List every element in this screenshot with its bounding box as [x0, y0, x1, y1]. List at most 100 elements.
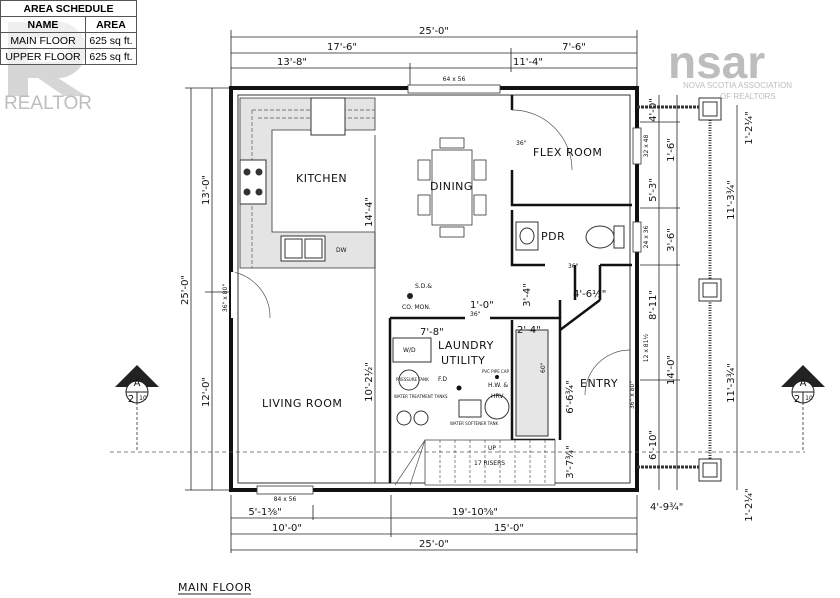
svg-text:PRESSURE TANK: PRESSURE TANK: [396, 377, 429, 382]
dining-table: [417, 137, 487, 238]
svg-text:H.W. &: H.W. &: [488, 382, 508, 389]
top-dimensions: [230, 30, 638, 88]
svg-text:4'-6½": 4'-6½": [573, 288, 606, 300]
svg-text:PVC PIPE CAP: PVC PIPE CAP: [482, 369, 510, 374]
deck-posts: [637, 97, 722, 482]
room-label-living-room: LIVING ROOM: [262, 397, 342, 410]
svg-text:36": 36": [516, 140, 527, 147]
svg-text:7'-6": 7'-6": [562, 42, 586, 53]
svg-text:19'-10⅝": 19'-10⅝": [452, 507, 498, 518]
svg-text:10: 10: [139, 395, 147, 402]
svg-text:25'-0": 25'-0": [180, 275, 191, 305]
room-label-flex-room: FLEX ROOM: [533, 146, 602, 159]
svg-text:CO. MON.: CO. MON.: [402, 304, 431, 311]
room-label-laundry: LAUNDRY: [438, 339, 494, 352]
svg-text:NOVA SCOTIA ASSOCIATION: NOVA SCOTIA ASSOCIATION: [683, 81, 792, 90]
header-area: AREA: [84, 16, 138, 33]
svg-text:W/D: W/D: [403, 347, 416, 354]
svg-text:WATER SOFTENER TANK: WATER SOFTENER TANK: [450, 421, 499, 426]
section-marker-right: A 2 10: [781, 365, 825, 405]
svg-text:12 x 81½: 12 x 81½: [643, 334, 650, 363]
svg-text:6'-10": 6'-10": [648, 430, 659, 460]
pdr-window: [632, 221, 642, 253]
room-label-utility: UTILITY: [441, 354, 485, 367]
svg-text:32 x 48: 32 x 48: [643, 135, 650, 158]
svg-text:64 x 56: 64 x 56: [443, 76, 466, 83]
bottom-dimensions: [230, 495, 638, 553]
svg-text:4'-9¾": 4'-9¾": [650, 502, 683, 513]
refrigerator: [310, 97, 346, 136]
right-dimensions: [640, 95, 738, 490]
svg-text:17'-6": 17'-6": [327, 42, 357, 53]
svg-text:REALTOR: REALTOR: [4, 93, 92, 114]
svg-text:84 x 56: 84 x 56: [274, 496, 297, 503]
svg-text:15'-0": 15'-0": [494, 523, 524, 534]
svg-text:6'-6¾": 6'-6¾": [565, 380, 576, 413]
svg-text:10'-2½": 10'-2½": [363, 362, 375, 402]
flex-window: [632, 127, 642, 165]
washer-dryer: [392, 337, 432, 363]
interior-walls: [388, 95, 632, 483]
svg-text:11'-3¾": 11'-3¾": [726, 363, 737, 403]
kitchen-counters: [239, 97, 376, 269]
svg-text:5'-1⅜": 5'-1⅜": [248, 507, 281, 518]
svg-text:10: 10: [805, 395, 813, 402]
drawing-title: MAIN FLOOR: [178, 581, 252, 594]
top-window: [407, 84, 501, 94]
row-area: 625 sq ft.: [84, 32, 138, 49]
row-area: 625 sq ft.: [84, 48, 138, 65]
row-name: MAIN FLOOR: [0, 32, 86, 49]
svg-text:UP: UP: [488, 445, 496, 452]
stairs: [394, 439, 556, 486]
svg-text:17 RISERS: 17 RISERS: [474, 460, 505, 467]
svg-text:A: A: [800, 378, 807, 389]
svg-text:2: 2: [794, 394, 800, 405]
kitchen-sink: [280, 235, 326, 262]
bottom-window: [256, 485, 314, 495]
left-dimensions: [185, 87, 231, 491]
front-door: [232, 271, 271, 319]
section-marker-left: A 2 10: [115, 365, 159, 405]
svg-text:3'-6": 3'-6": [666, 228, 677, 252]
svg-text:1'-2¼": 1'-2¼": [743, 111, 755, 144]
room-label-pdr: PDR: [541, 230, 565, 243]
svg-text:60": 60": [540, 362, 547, 373]
room-label-kitchen: KITCHEN: [296, 172, 347, 185]
range: [239, 159, 267, 205]
svg-text:13'-8": 13'-8": [277, 57, 307, 68]
nsar-watermark: nsar NOVA SCOTIA ASSOCIATION OF REALTORS: [668, 36, 792, 101]
svg-text:8'-11": 8'-11": [648, 290, 659, 320]
svg-text:11'-4": 11'-4": [513, 57, 543, 68]
svg-text:36" x 80": 36" x 80": [222, 284, 229, 312]
svg-text:13'-0": 13'-0": [201, 175, 212, 205]
svg-text:3'-4": 3'-4": [522, 283, 533, 307]
svg-text:36": 36": [470, 311, 481, 318]
svg-text:7'-8": 7'-8": [420, 327, 444, 338]
svg-text:36" x 80": 36" x 80": [629, 381, 636, 409]
svg-text:14'-0": 14'-0": [666, 355, 677, 385]
svg-text:F.D: F.D: [438, 376, 447, 383]
area-schedule-title: AREA SCHEDULE: [0, 0, 137, 17]
row-name: UPPER FLOOR: [0, 48, 86, 65]
entry-door: [584, 349, 631, 396]
svg-text:WATER TREATMENT TANKS: WATER TREATMENT TANKS: [394, 394, 448, 399]
svg-text:12'-0": 12'-0": [201, 377, 212, 407]
svg-text:36": 36": [568, 263, 579, 270]
svg-text:10'-0": 10'-0": [272, 523, 302, 534]
toilet: [585, 225, 615, 249]
svg-text:14'-4": 14'-4": [364, 197, 375, 227]
svg-text:11'-3¾": 11'-3¾": [726, 180, 737, 220]
svg-text:4'-0": 4'-0": [648, 98, 659, 122]
svg-text:24 x 36: 24 x 36: [643, 226, 650, 249]
header-name: NAME: [0, 16, 86, 33]
svg-text:3'-7¾": 3'-7¾": [565, 445, 576, 478]
svg-text:HRV: HRV: [491, 393, 504, 400]
svg-text:DW: DW: [336, 247, 347, 254]
svg-text:S.D.&: S.D.&: [415, 283, 432, 290]
svg-text:OF REALTORS: OF REALTORS: [720, 92, 776, 101]
svg-text:5'-3": 5'-3": [648, 178, 659, 202]
svg-text:25'-0": 25'-0": [419, 539, 449, 550]
